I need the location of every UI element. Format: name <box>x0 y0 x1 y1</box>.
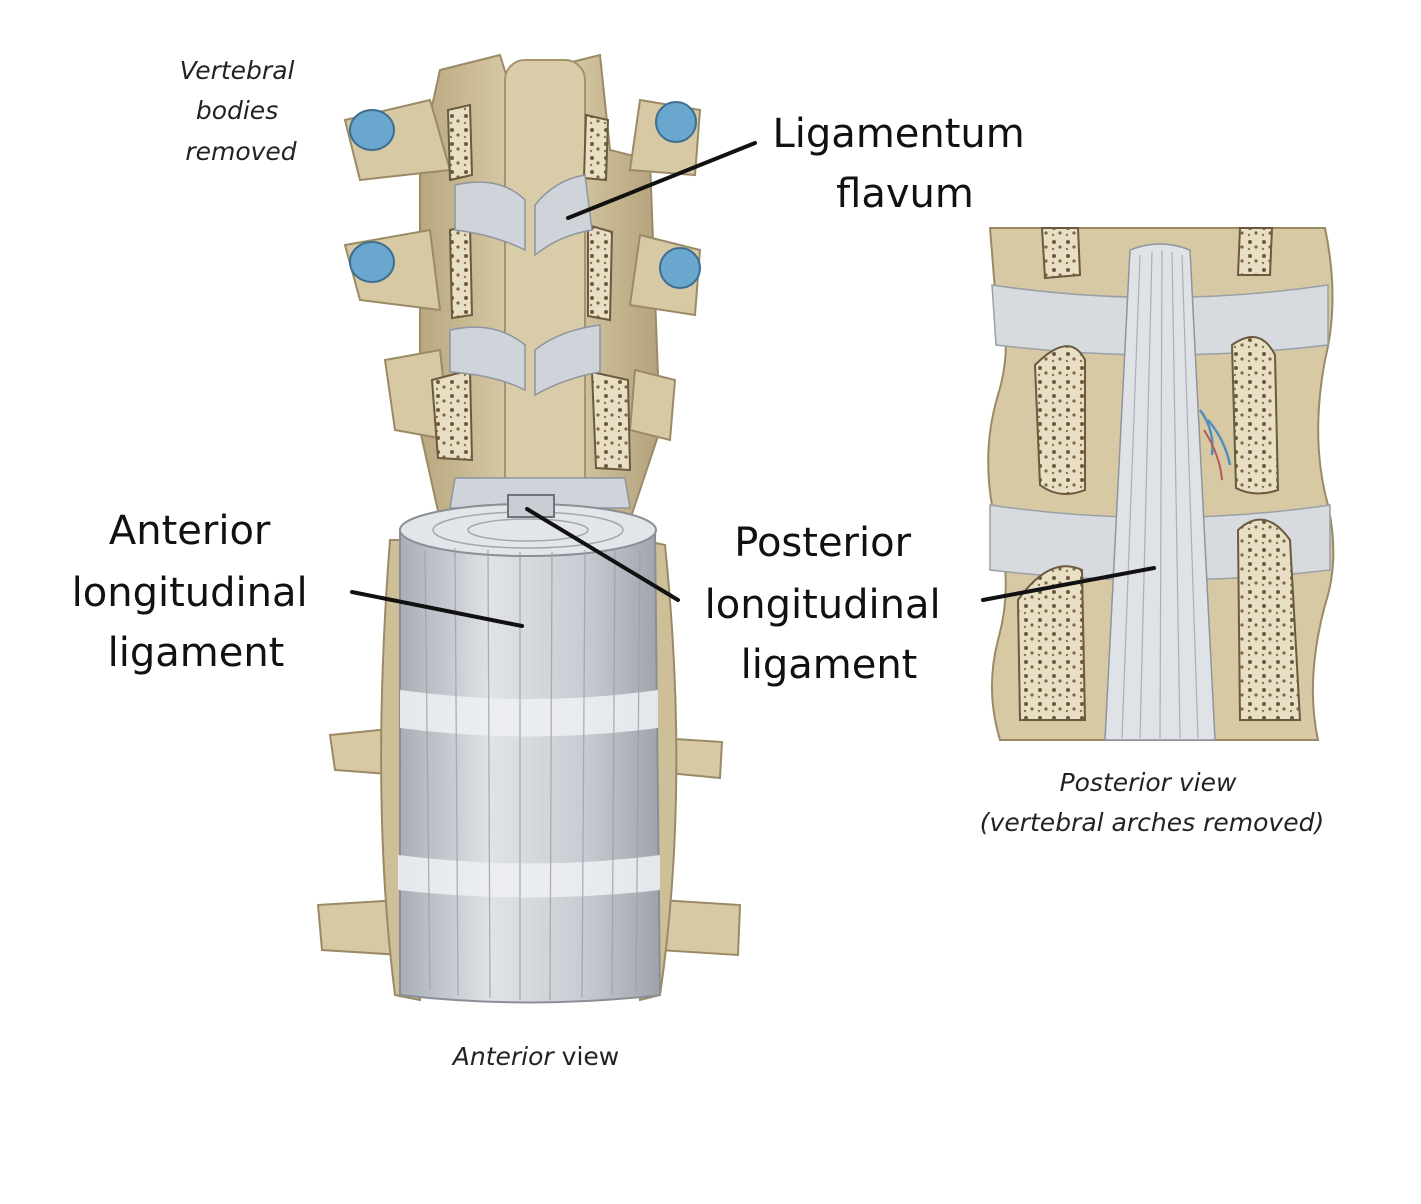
anterior-view-caption-rest: view <box>554 1042 620 1071</box>
ligamentum-flavum-label: Ligamentum flavum <box>773 111 1038 217</box>
leader-ligamentum-flavum <box>566 141 757 220</box>
leader-posterior-longitudinal-ligament-left <box>525 507 680 602</box>
anterior-longitudinal-ligament-shape <box>316 494 742 1004</box>
vertebral-arches <box>343 53 702 521</box>
anterior-view-caption: Anterior view <box>451 1042 619 1071</box>
vertebral-bodies-removed-label: Vertebral bodies removed <box>180 56 303 166</box>
posterior-view-illustration <box>987 227 1335 741</box>
posterior-longitudinal-ligament-label: Posterior longitudinal ligament <box>705 520 954 688</box>
leader-posterior-longitudinal-ligament-right <box>981 566 1156 602</box>
ligamentum-flavum-shape <box>449 174 631 509</box>
anterior-view-caption-italic: Anterior <box>451 1042 556 1071</box>
leader-lines <box>350 141 1156 628</box>
posterior-view-caption: Posterior view (vertebral arches removed… <box>980 768 1324 837</box>
leader-anterior-longitudinal-ligament <box>350 590 524 628</box>
posterior-longitudinal-ligament-shape <box>1104 243 1232 741</box>
anterior-longitudinal-ligament-label: Anterior longitudinal ligament <box>72 508 321 676</box>
anterior-view-illustration <box>316 53 742 1004</box>
